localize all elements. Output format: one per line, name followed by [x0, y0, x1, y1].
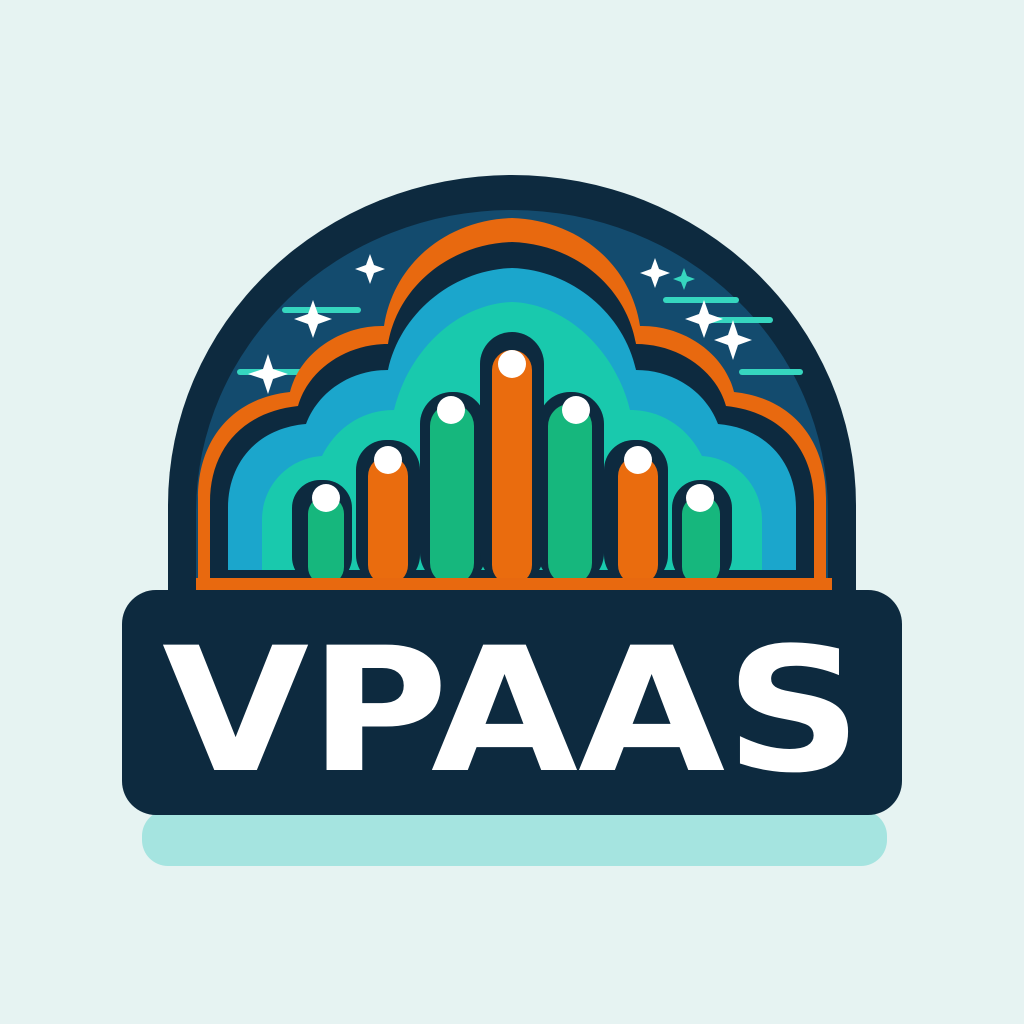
cloud-baseline: [196, 578, 832, 590]
bar-dots: [312, 350, 714, 512]
wordmark-banner: [122, 590, 902, 815]
chart-bar: [308, 404, 720, 585]
banner-shadow: [142, 810, 887, 866]
sparkle-icon: [673, 268, 695, 290]
chart-bar: [368, 350, 658, 585]
bar-chart-icon: [292, 332, 732, 585]
logo-wordmark: VPAAS: [162, 610, 862, 811]
sparkle-icon: [248, 254, 752, 394]
